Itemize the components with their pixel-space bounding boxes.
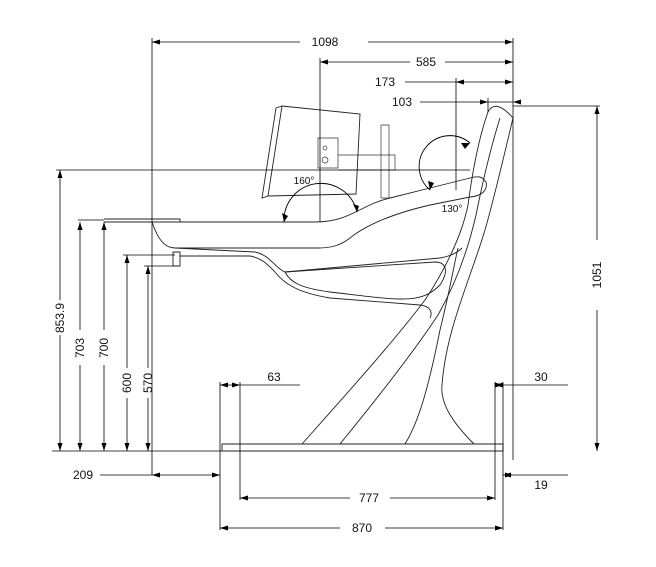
under-structure [174, 247, 463, 273]
bracket-knob [321, 156, 329, 164]
label-rear-offset: 173 [375, 75, 395, 89]
label-keyboard-height: 853.9 [53, 303, 67, 333]
rear-leg [441, 117, 514, 445]
drawer-curve [284, 261, 446, 300]
dimension-arrows [57, 39, 600, 531]
label-rear-top: 103 [392, 95, 412, 109]
label-overhang-left: 209 [73, 468, 93, 482]
tray-surface [180, 255, 276, 273]
label-overhang-right: 19 [534, 478, 548, 492]
monitor-arm [338, 154, 396, 171]
label-total-depth: 1098 [312, 35, 339, 49]
label-total-height: 1051 [590, 261, 604, 288]
rear-top [487, 105, 514, 119]
monitor-screen [261, 105, 283, 199]
monitor-pole [380, 124, 390, 199]
label-monitor-angle: 160° [294, 176, 315, 187]
angle-indicators [282, 135, 471, 223]
dimension-lines [52, 38, 600, 530]
label-desk-700: 700 [97, 338, 111, 358]
label-tray-600: 600 [120, 373, 134, 393]
main-leg-inner [339, 117, 501, 445]
label-base-inner: 777 [359, 491, 379, 505]
monitor-angle-arc [283, 182, 358, 223]
label-rear-angle: 130° [442, 204, 463, 215]
tray-line [172, 251, 181, 267]
label-foot-left: 63 [267, 370, 281, 384]
rear-angle-arc [418, 135, 471, 191]
drawer-bottom [274, 271, 432, 319]
label-base-outer: 870 [352, 521, 372, 535]
leg-rear-curve [404, 247, 459, 445]
desk-top [151, 176, 487, 249]
bracket-screw [322, 145, 328, 151]
label-tray-570: 570 [141, 373, 155, 393]
dimension-labels: 1098 585 173 103 1051 853.9 703 700 600 … [53, 35, 604, 535]
keyboard-tray [104, 218, 181, 223]
monitor-bracket [317, 137, 339, 169]
label-foot-right: 30 [534, 370, 548, 384]
label-desk-703: 703 [73, 338, 87, 358]
main-leg [301, 111, 489, 445]
label-monitor-offset: 585 [416, 55, 436, 69]
monitor-back [267, 105, 361, 197]
desk-body [104, 105, 514, 452]
floor-base [221, 443, 504, 452]
